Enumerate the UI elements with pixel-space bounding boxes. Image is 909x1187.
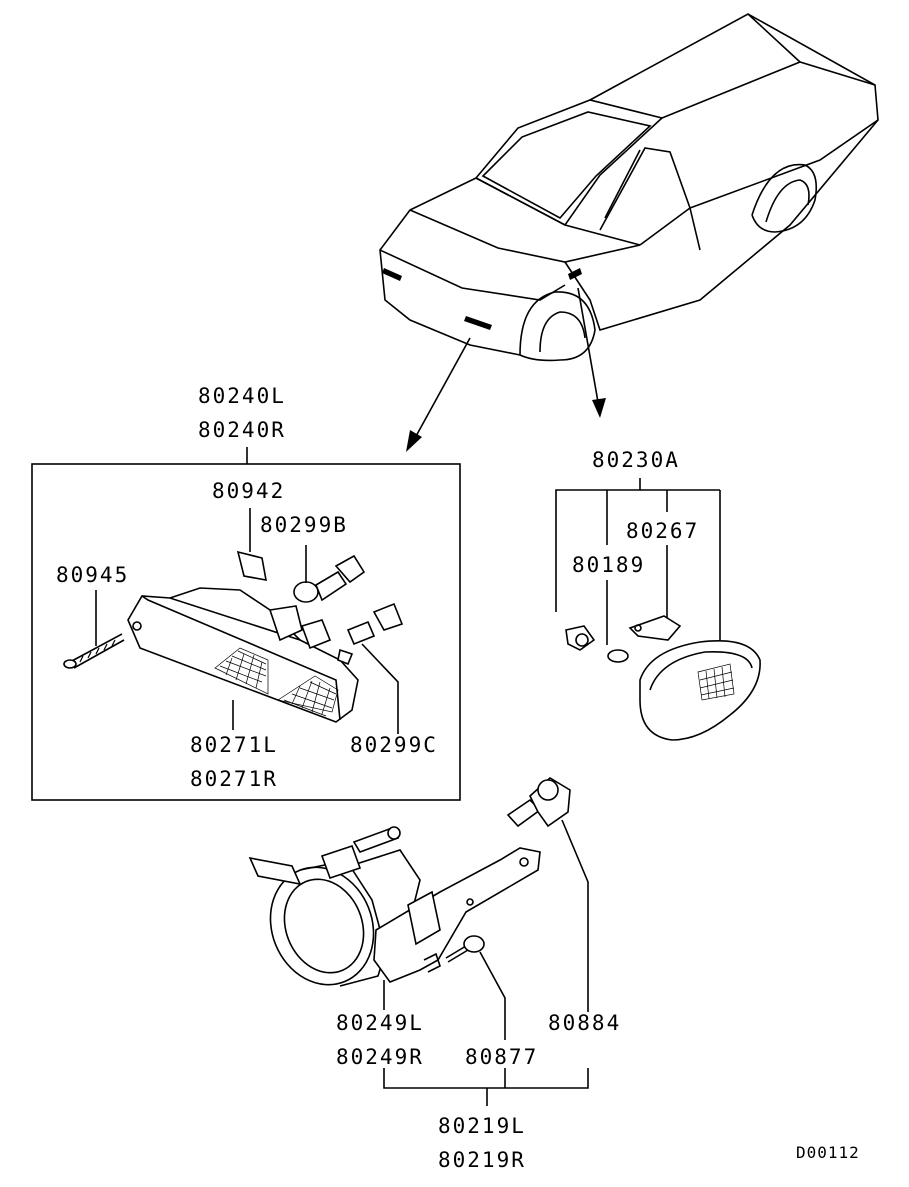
label-80267: 80267 [626,519,699,543]
fog-lamp-housing [248,826,541,987]
fog-bulb-part [506,777,589,1012]
label-80219l: 80219L [438,1114,526,1138]
fog-bolt-part [445,935,506,1040]
bulb-80299c [346,602,404,734]
label-80945: 80945 [56,563,129,587]
clip-part [236,508,267,581]
label-80240l: 80240L [198,384,286,408]
callout-labels: 80240L 80240R 80942 80299B 80945 80271L … [56,384,860,1172]
label-80249l: 80249L [336,1011,424,1035]
side-bulb-part [607,649,629,663]
label-80884: 80884 [548,1011,621,1035]
label-80271l: 80271L [190,733,278,757]
side-lamp-lens [639,640,761,741]
bracket-part [628,615,682,641]
front-lamp-frame [31,463,461,801]
label-80299c: 80299C [350,733,438,757]
screw-part [63,590,125,669]
fog-lamp-group [248,777,589,1106]
label-80230a: 80230A [592,448,680,472]
truck-illustration [379,13,879,452]
label-80942: 80942 [212,479,285,503]
side-turn-lamp-group [555,478,761,741]
label-80877: 80877 [465,1045,538,1069]
label-80271r: 80271R [190,767,278,791]
front-lamp-housing [127,587,359,723]
front-combination-lamp-group [31,447,461,801]
drawing-code: D00112 [796,1143,860,1162]
label-80219r: 80219R [438,1148,526,1172]
socket-part [565,625,596,651]
label-80299b: 80299B [260,513,348,537]
bulb-80299b [293,545,366,603]
label-80189: 80189 [572,553,645,577]
label-80249r: 80249R [336,1045,424,1069]
label-80240r: 80240R [198,418,286,442]
